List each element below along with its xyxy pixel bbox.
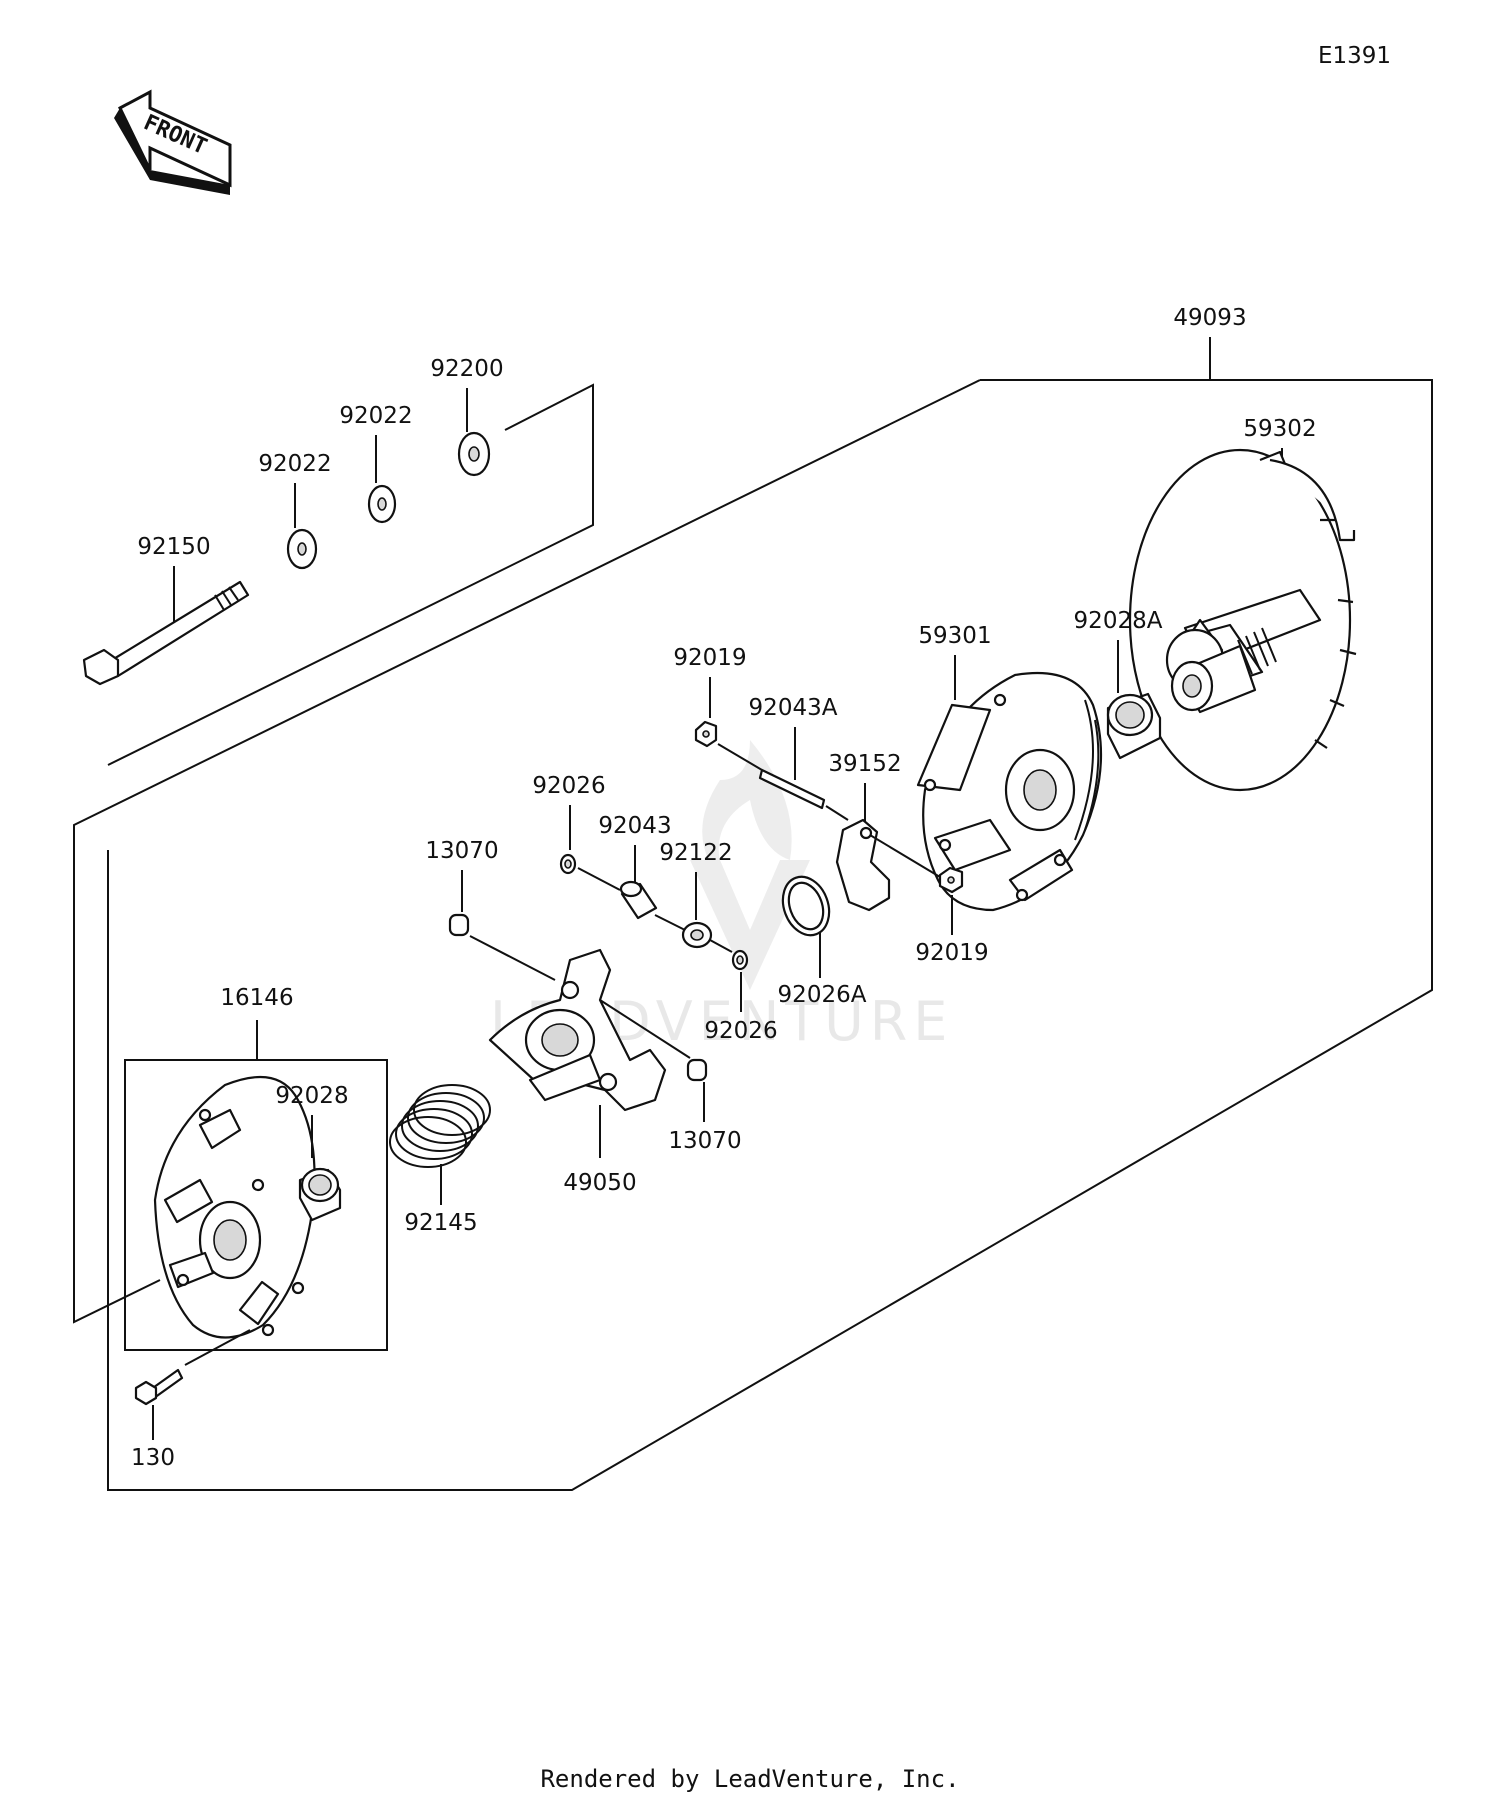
spring-92145 bbox=[389, 1084, 491, 1168]
footer-credit: Rendered by LeadVenture, Inc. bbox=[540, 1765, 960, 1793]
label-92043: 92043 bbox=[598, 813, 671, 839]
pin-92043A bbox=[758, 768, 826, 810]
bushing-92028 bbox=[298, 1167, 342, 1222]
label-92122: 92122 bbox=[659, 840, 732, 866]
label-92026A: 92026A bbox=[778, 982, 867, 1008]
label-92200: 92200 bbox=[430, 356, 503, 382]
label-13070-b: 13070 bbox=[668, 1128, 741, 1154]
label-92145: 92145 bbox=[404, 1210, 477, 1236]
sheave-59301 bbox=[916, 671, 1103, 912]
spider-49050 bbox=[488, 948, 667, 1112]
washer-92200 bbox=[457, 431, 491, 477]
axis-line-b bbox=[825, 805, 849, 821]
slider-13070-b bbox=[686, 1058, 708, 1082]
slider-13070-a bbox=[448, 913, 470, 937]
axis-line-c bbox=[869, 834, 946, 881]
label-92022-a: 92022 bbox=[258, 451, 331, 477]
collar-92043 bbox=[619, 880, 658, 920]
cover-16146 bbox=[153, 1075, 316, 1339]
axis-line-d bbox=[577, 867, 621, 891]
axis-line-g bbox=[469, 935, 556, 981]
washer-bracket bbox=[107, 383, 594, 766]
washer-92022-a bbox=[286, 528, 318, 570]
label-92028: 92028 bbox=[275, 1083, 348, 1109]
nut-92019-b bbox=[938, 866, 964, 894]
roller-92122 bbox=[681, 921, 713, 949]
label-92043A: 92043A bbox=[749, 695, 838, 721]
label-39152: 39152 bbox=[828, 751, 901, 777]
label-92026-a: 92026 bbox=[532, 773, 605, 799]
weight-arm-39152 bbox=[835, 818, 891, 912]
label-92019-b: 92019 bbox=[915, 940, 988, 966]
label-92028A: 92028A bbox=[1074, 608, 1163, 634]
label-92150: 92150 bbox=[137, 534, 210, 560]
axis-line-a bbox=[717, 743, 763, 771]
label-59301: 59301 bbox=[918, 623, 991, 649]
label-130: 130 bbox=[131, 1445, 175, 1471]
assembly-frame-upper bbox=[73, 379, 981, 1324]
ring-92026A bbox=[781, 875, 831, 937]
washer-92026-a bbox=[559, 853, 577, 875]
label-13070-a: 13070 bbox=[425, 838, 498, 864]
nut-92019-a bbox=[694, 720, 718, 748]
label-16146: 16146 bbox=[220, 985, 293, 1011]
label-49093: 49093 bbox=[1173, 305, 1246, 331]
label-92019-a: 92019 bbox=[673, 645, 746, 671]
sheave-59302 bbox=[1128, 448, 1357, 792]
bolt-130 bbox=[134, 1368, 184, 1406]
bushing-92028A bbox=[1106, 692, 1162, 760]
diagram-code: E1391 bbox=[1318, 43, 1391, 69]
label-49050: 49050 bbox=[563, 1170, 636, 1196]
axis-line-i bbox=[184, 1329, 251, 1366]
bolt-92150 bbox=[82, 580, 250, 686]
axis-line-e bbox=[654, 914, 686, 931]
label-59302: 59302 bbox=[1243, 416, 1316, 442]
washer-92026-b bbox=[731, 949, 749, 971]
label-92022-b: 92022 bbox=[339, 403, 412, 429]
axis-line-h bbox=[599, 999, 691, 1059]
axis-line-f bbox=[709, 939, 733, 953]
washer-92022-b bbox=[367, 484, 397, 524]
assembly-frame-outer bbox=[107, 379, 1433, 1491]
label-92026-b: 92026 bbox=[704, 1018, 777, 1044]
front-arrow-icon: FRONT bbox=[114, 89, 232, 195]
